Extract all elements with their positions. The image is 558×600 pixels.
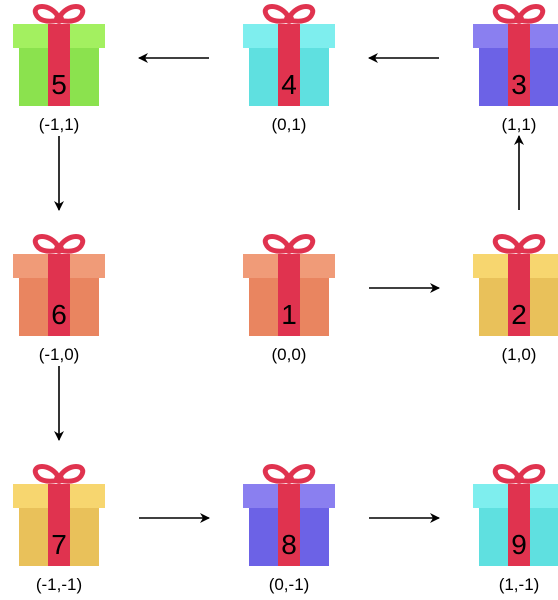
coordinate-label: (-1,0) — [39, 345, 80, 364]
gift-bow-icon — [32, 464, 86, 484]
gift-bow-icon — [492, 234, 546, 254]
gift-number: 4 — [281, 69, 297, 100]
gift-number: 5 — [51, 69, 67, 100]
gift-bow-icon — [262, 4, 316, 24]
gift-number: 8 — [281, 529, 297, 560]
coordinate-label: (0,0) — [272, 345, 307, 364]
gift-ribbon — [508, 24, 530, 106]
gift-number: 3 — [511, 69, 527, 100]
gift-bow-icon — [262, 234, 316, 254]
gift-6: 6 (-1,0) — [13, 234, 105, 364]
gift-8: 8 (0,-1) — [243, 464, 335, 594]
gift-bow-icon — [492, 464, 546, 484]
gift-ribbon — [508, 484, 530, 566]
gifts-layer: 1 (0,0) 2 (1,0) 3 (1,1) 4 (0,1) 5 (-1,1) 6 (-1,0) 7 (… — [13, 4, 558, 594]
coordinate-label: (0,1) — [272, 115, 307, 134]
gift-ribbon — [278, 484, 300, 566]
gift-7: 7 (-1,-1) — [13, 464, 105, 594]
coordinate-label: (1,1) — [502, 115, 537, 134]
gift-number: 9 — [511, 529, 527, 560]
gift-1: 1 (0,0) — [243, 234, 335, 364]
coordinate-label: (-1,-1) — [36, 575, 82, 594]
gift-5: 5 (-1,1) — [13, 4, 105, 134]
coordinate-label: (0,-1) — [269, 575, 310, 594]
gift-9: 9 (1,-1) — [473, 464, 558, 594]
gift-ribbon — [48, 24, 70, 106]
gift-ribbon — [48, 254, 70, 336]
coordinate-label: (1,0) — [502, 345, 537, 364]
gift-bow-icon — [32, 234, 86, 254]
gift-bow-icon — [262, 464, 316, 484]
gift-number: 7 — [51, 529, 67, 560]
gift-3: 3 (1,1) — [473, 4, 558, 134]
gift-4: 4 (0,1) — [243, 4, 335, 134]
coordinate-label: (-1,1) — [39, 115, 80, 134]
arrows-layer — [54, 53, 524, 523]
gift-ribbon — [48, 484, 70, 566]
gift-bow-icon — [492, 4, 546, 24]
gift-bow-icon — [32, 4, 86, 24]
gift-ribbon — [278, 254, 300, 336]
gift-2: 2 (1,0) — [473, 234, 558, 364]
gift-number: 1 — [281, 299, 297, 330]
coordinate-label: (1,-1) — [499, 575, 540, 594]
gift-ribbon — [508, 254, 530, 336]
gift-number: 6 — [51, 299, 67, 330]
gift-ribbon — [278, 24, 300, 106]
gift-number: 2 — [511, 299, 527, 330]
